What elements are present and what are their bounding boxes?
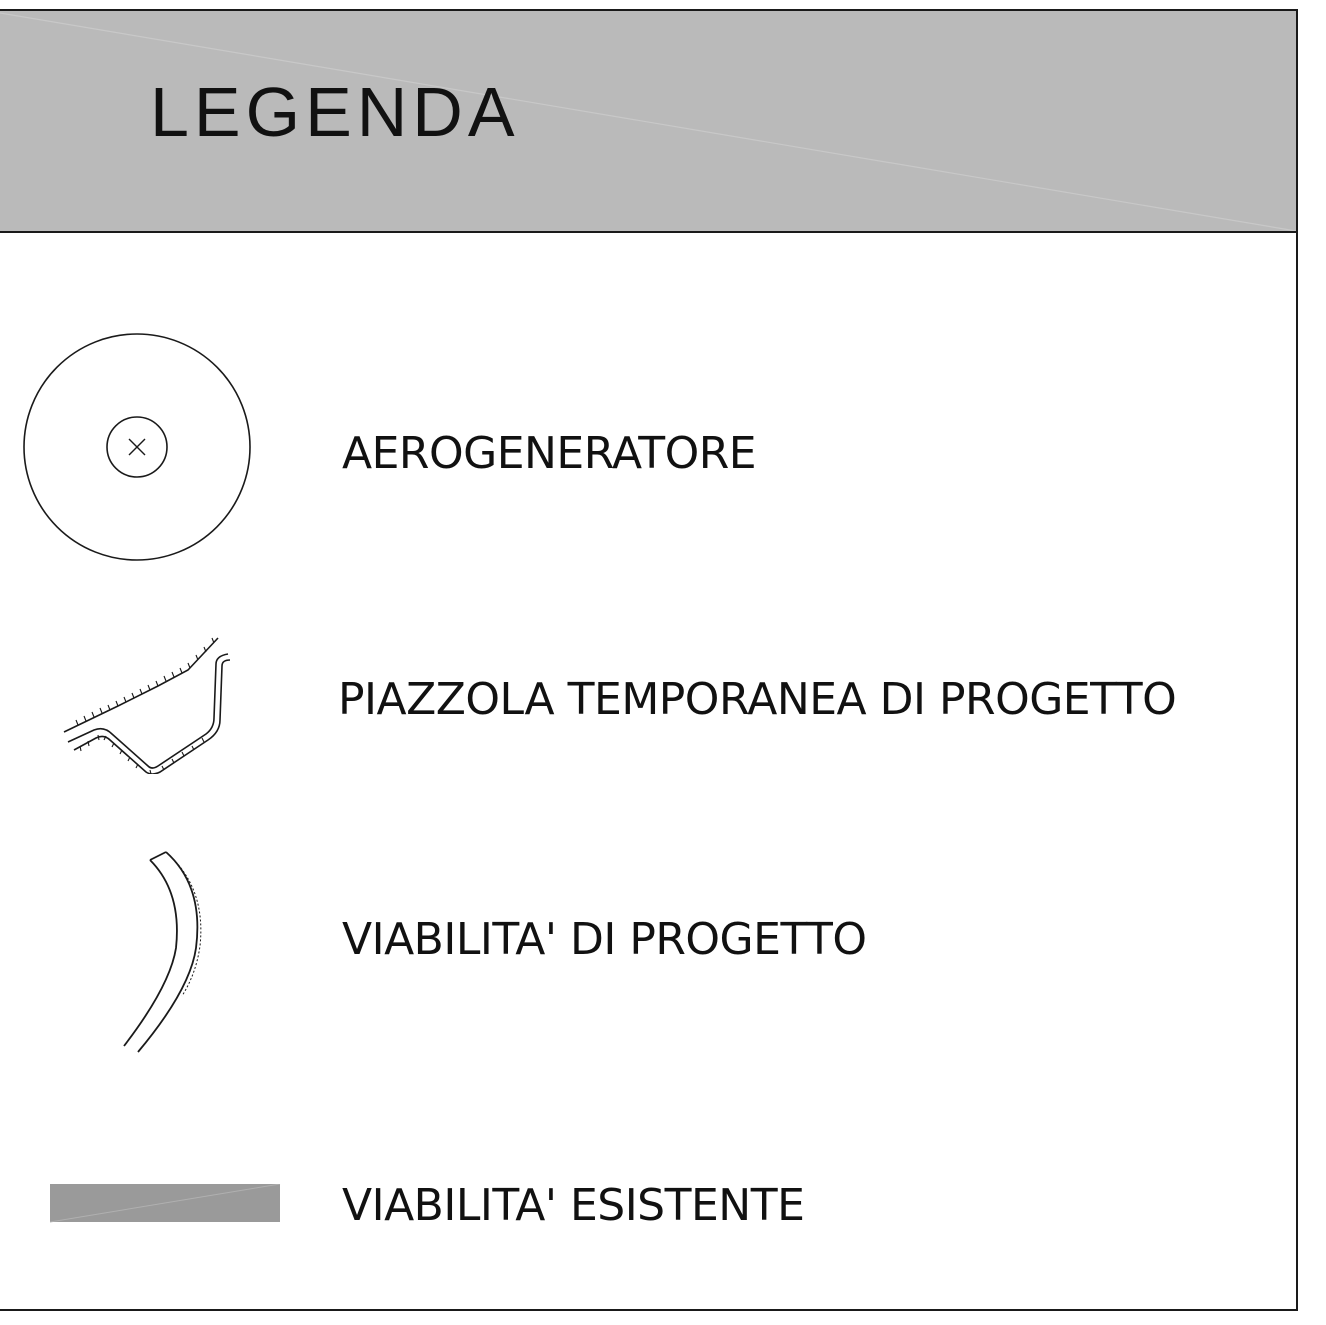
existing-road-swatch-icon (50, 1184, 281, 1223)
temporary-platform-symbol-icon (63, 637, 231, 774)
legend-title: LEGENDA (150, 73, 520, 151)
wind-turbine-symbol-icon (23, 333, 251, 561)
legend-item-label: VIABILITA' ESISTENTE (342, 1180, 805, 1231)
legend-item-label: AEROGENERATORE (342, 428, 757, 479)
legend-panel: LEGENDA (0, 9, 1298, 1311)
legend-header: LEGENDA (0, 11, 1296, 233)
legend-item-label: VIABILITA' DI PROGETTO (342, 914, 867, 965)
header-diagonal-line (0, 12, 1296, 231)
legend-item-label: PIAZZOLA TEMPORANEA DI PROGETTO (338, 674, 1177, 725)
planned-road-symbol-icon (123, 851, 202, 1053)
